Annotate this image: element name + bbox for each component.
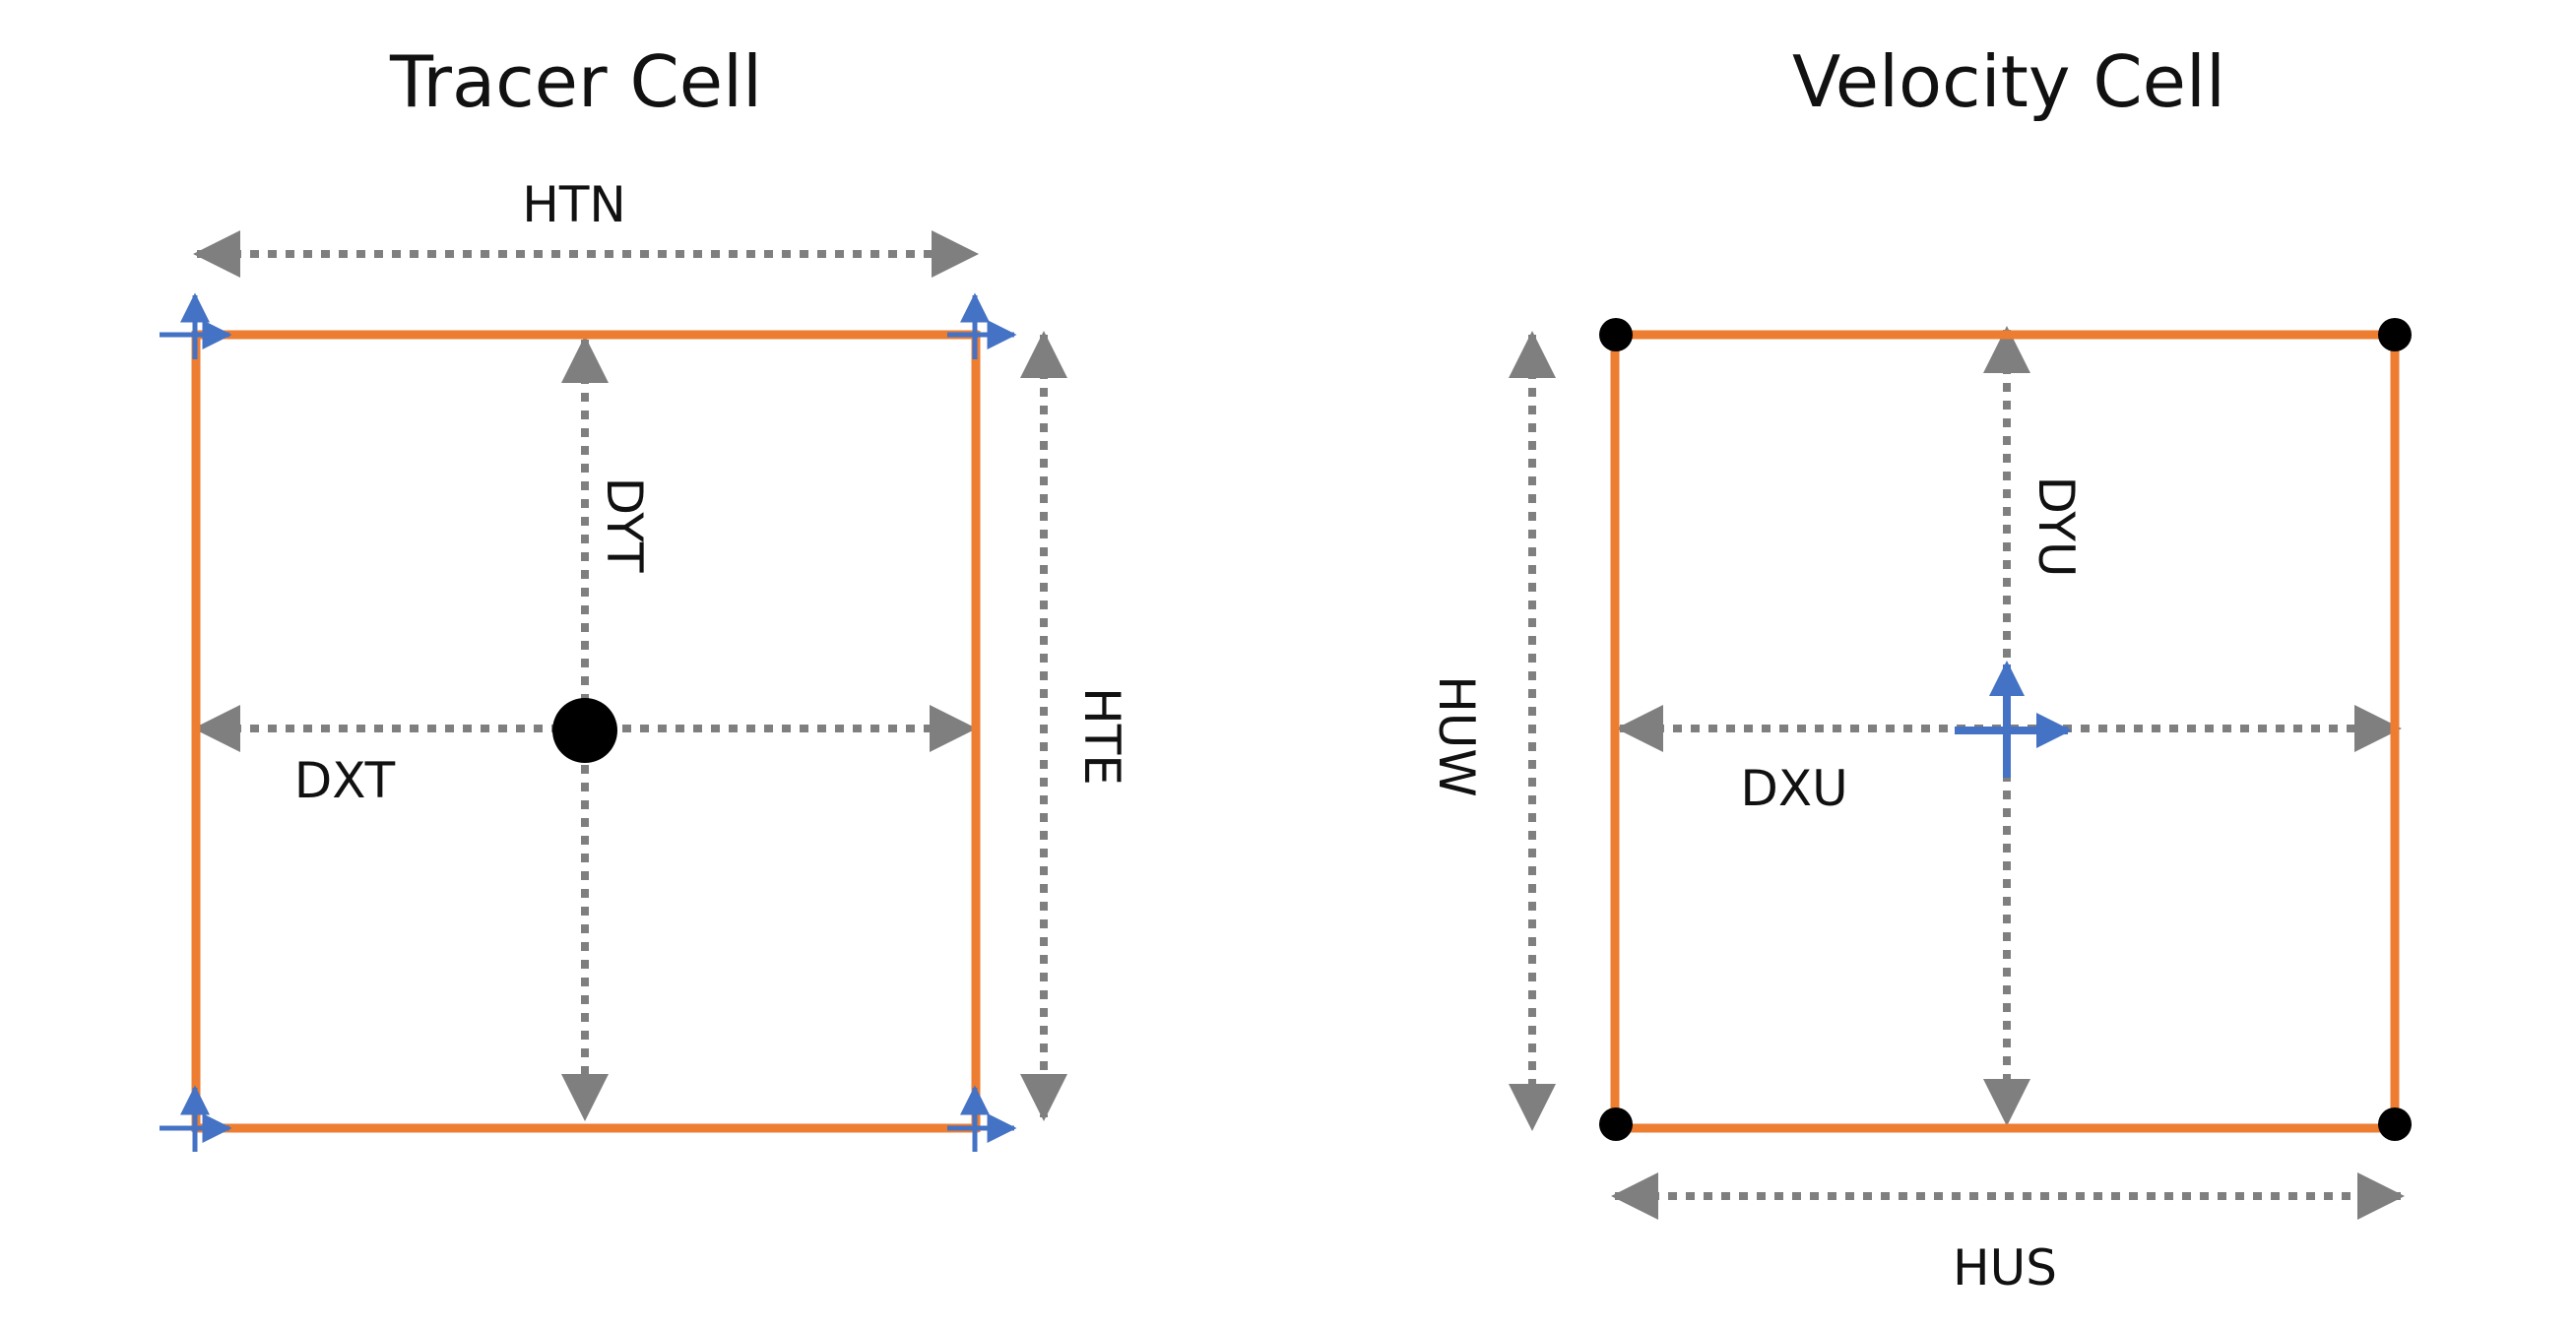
velocity-cell-title: Velocity Cell [1792, 40, 2225, 123]
corner-point-bottom-left [1599, 1107, 1633, 1141]
dxt-label: DXT [294, 752, 396, 809]
corner-vector-top-right [947, 292, 1017, 359]
center-velocity-vector [1955, 661, 2072, 778]
htn-label: HTN [522, 176, 626, 233]
tracer-point [552, 698, 617, 763]
corner-point-bottom-right [2378, 1107, 2412, 1141]
corner-vector-bottom-left [160, 1085, 232, 1152]
corner-point-top-right [2378, 318, 2412, 351]
dyt-label: DYT [596, 477, 653, 573]
corner-vector-bottom-right [947, 1085, 1017, 1152]
dxu-label: DXU [1740, 760, 1847, 817]
corner-vector-top-left [160, 292, 232, 359]
corner-point-top-left [1599, 318, 1633, 351]
tracer-cell-panel: Tracer Cell HTN HTE DYT DXT [160, 40, 1130, 1152]
huw-label: HUW [1428, 675, 1485, 797]
hus-label: HUS [1953, 1239, 2057, 1296]
tracer-cell-title: Tracer Cell [389, 40, 762, 123]
dyu-label: DYU [2028, 476, 2085, 578]
hte-label: HTE [1073, 687, 1130, 786]
velocity-cell-panel: Velocity Cell HUW HUS DYU DXU [1428, 40, 2412, 1296]
